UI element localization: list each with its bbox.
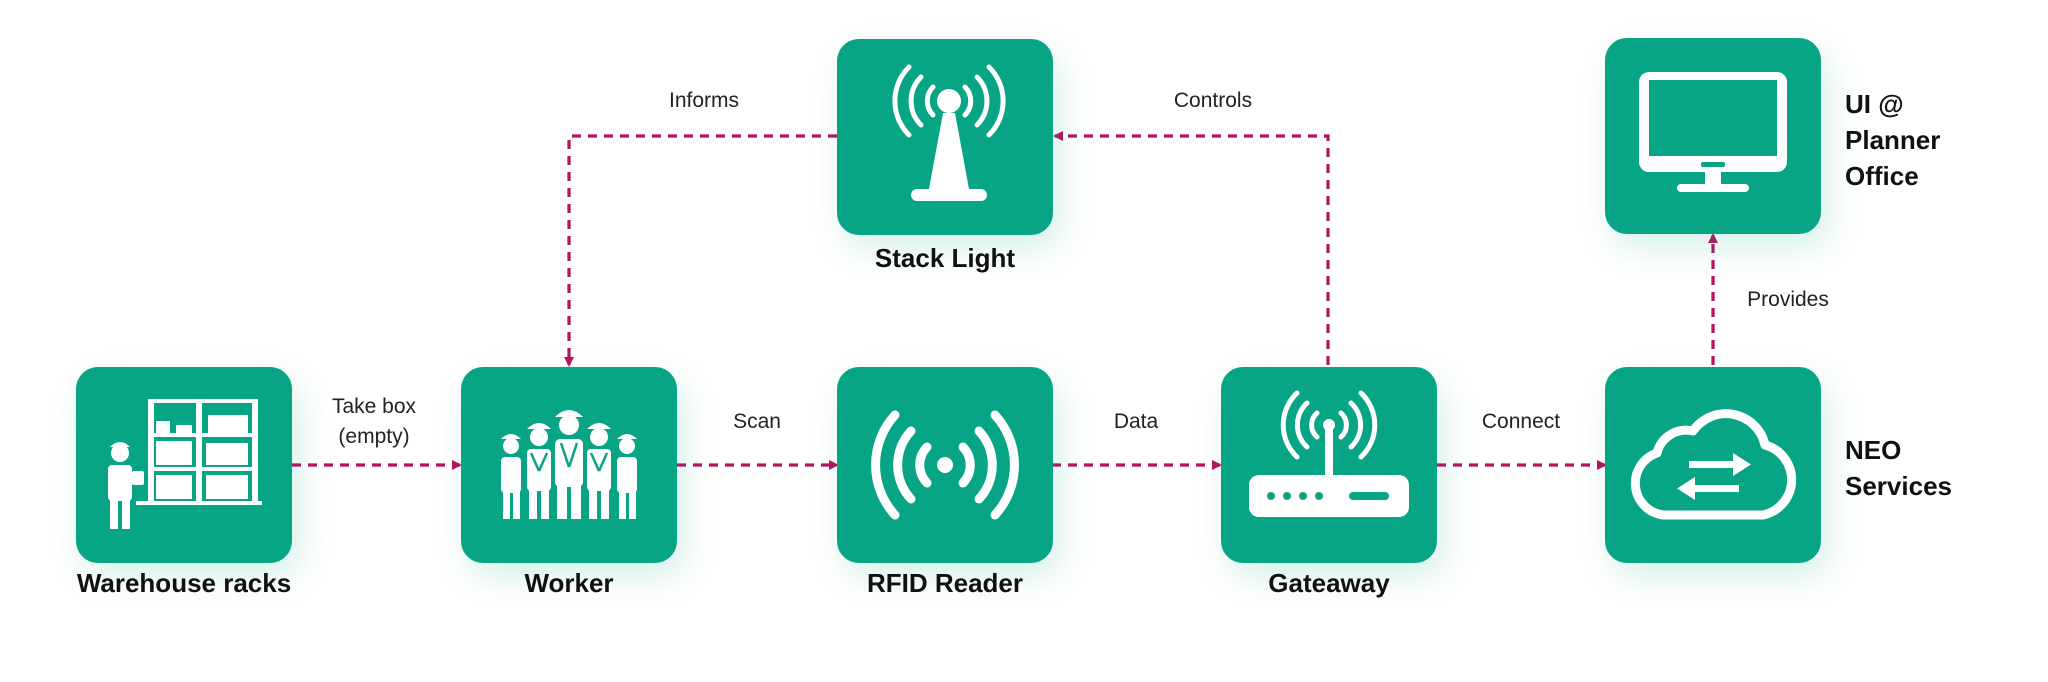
- signal-tower-icon: [892, 64, 1006, 201]
- node-warehouse-racks: [76, 367, 292, 563]
- label-gateaway: Gateaway: [1268, 568, 1390, 598]
- label-ui-planner-office: UI @ Planner Office: [1845, 89, 1941, 191]
- label-stack-light: Stack Light: [874, 243, 1016, 273]
- node-gateaway: [1221, 367, 1437, 563]
- edge-label-scan: Scan: [733, 410, 781, 433]
- edge-label-informs: Informs: [668, 89, 739, 112]
- node-rfid-reader: [837, 367, 1053, 563]
- node-ui-planner-office: [1605, 38, 1821, 234]
- node-neo-services: [1605, 367, 1821, 563]
- edge-label-controls: Controls: [1173, 89, 1253, 112]
- label-warehouse-racks: Warehouse racks: [76, 568, 292, 598]
- rfid-signal-icon: [871, 410, 1019, 520]
- cloud-sync-icon: [1630, 409, 1797, 520]
- label-rfid-reader: RFID Reader: [866, 568, 1024, 598]
- label-neo-services: NEO Services: [1845, 435, 1952, 501]
- edge-label-provides: Provides: [1747, 288, 1829, 311]
- arrow-controls: [1053, 131, 1330, 365]
- label-worker: Worker: [524, 568, 614, 598]
- edge-label-data: Data: [1113, 410, 1159, 433]
- edge-label-take-box: Take box (empty): [331, 395, 417, 448]
- router-icon: [1249, 390, 1409, 517]
- arrow-informs: [564, 134, 837, 367]
- workers-group-icon: [501, 410, 637, 519]
- edge-label-connect: Connect: [1481, 410, 1561, 433]
- node-stack-light: [837, 39, 1053, 235]
- monitor-icon: [1639, 72, 1787, 192]
- warehouse-worker-icon: [108, 399, 262, 529]
- node-worker: [461, 367, 677, 563]
